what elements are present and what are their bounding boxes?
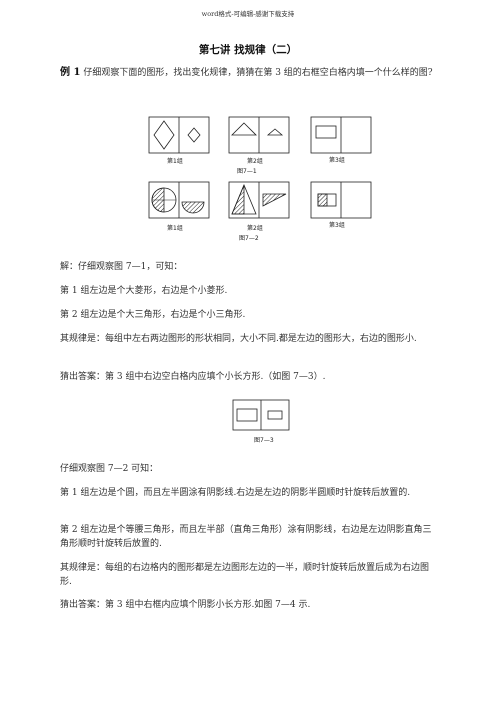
fig1-group-1: 第1组	[148, 116, 210, 165]
paragraph-3: 第 2 组左边是个大三角形，右边是个小三角形.	[60, 308, 436, 322]
fig1-caption: 图7—1	[237, 168, 257, 175]
paragraph-2: 第 1 组左边是个大菱形，右边是个小菱形.	[60, 284, 436, 298]
paragraph-10: 猜出答案：第 3 组中右框内应填个阴影小长方形.如图 7—4 示.	[60, 598, 436, 612]
large-rectangle-shape	[315, 125, 337, 139]
fig1-group2-label: 第2组	[247, 157, 263, 165]
fig2-group2-observation: 第 2 组左边是个等腰三角形，而且左半部（直角三角形）涂有阴影线，右边是左边阴影…	[60, 525, 432, 549]
answer-1: 猜出答案：第 3 组中右边空白格内应填个小长方形.（如图 7—3）.	[60, 372, 326, 382]
small-diamond-shape	[187, 127, 201, 143]
large-diamond-shape	[153, 120, 175, 150]
group1-observation: 第 1 组左边是个大菱形，右边是个小菱形.	[60, 286, 228, 296]
paragraph-1: 解：仔细观察图 7—1，可知：	[60, 260, 436, 274]
small-rectangle-shape	[267, 410, 283, 420]
fig2-group1-label: 第1组	[167, 224, 183, 232]
example-paragraph: 例 1 仔细观察下面的图形，找出变化规律，猜猜在第 3 组的右框空白格内填一个什…	[60, 66, 436, 80]
figure-7-2: 第1组 第2组 图7—2 第3组	[145, 180, 385, 250]
paragraph-9: 其规律是：每组的右边格内的图形都是左边图形左边的一半，顺时针旋转后放置后成为右边…	[60, 561, 436, 589]
figure-7-3: 图7—3	[216, 398, 296, 450]
rule-statement-1: 其规律是：每组中左右两边图形的形状相同，大小不同.都是左边的图形大，右边的图形小…	[60, 334, 417, 344]
example-question: 仔细观察下面的图形，找出变化规律，猜猜在第 3 组的右框空白格内填一个什么样的图…	[83, 68, 433, 78]
solution-intro: 解：仔细观察图 7—1，可知：	[60, 262, 183, 272]
answer-2: 猜出答案：第 3 组中右框内应填个阴影小长方形.如图 7—4 示.	[60, 600, 311, 610]
example-label: 例 1	[60, 67, 81, 78]
paragraph-8: 第 2 组左边是个等腰三角形，而且左半部（直角三角形）涂有阴影线，右边是左边阴影…	[60, 523, 436, 551]
fig2-caption: 图7—2	[239, 235, 259, 242]
fig2-group-3: 第3组	[310, 181, 372, 229]
small-triangle-shape	[266, 128, 284, 136]
fig2-group2-label: 第2组	[247, 224, 263, 232]
fig1-group3-label: 第3组	[329, 156, 345, 164]
fig1-group-2: 第2组 图7—1	[228, 116, 290, 175]
fig2-group-2: 第2组 图7—2	[228, 181, 290, 242]
fig2-group1-observation: 第 1 组左边是个圆，而且左半圆涂有阴影线.右边是左边的阴影半圆顺时针旋转后放置…	[60, 488, 411, 498]
fig1-group-3: 第3组	[310, 116, 372, 164]
paragraph-4: 其规律是：每组中左右两边图形的形状相同，大小不同.都是左边的图形大，右边的图形小…	[60, 332, 436, 346]
fig1-group1-label: 第1组	[167, 157, 183, 165]
large-rectangle-shape	[236, 408, 258, 422]
hatched-semicircle-shape	[181, 201, 205, 214]
paragraph-6: 仔细观察图 7—2 可知：	[60, 462, 436, 476]
fig3-caption: 图7—3	[254, 437, 274, 444]
fig2-group-1: 第1组	[148, 181, 210, 232]
paragraph-5: 猜出答案：第 3 组中右边空白格内应填个小长方形.（如图 7—3）.	[60, 370, 436, 384]
rule-statement-2: 其规律是：每组的右边格内的图形都是左边图形左边的一半，顺时针旋转后放置后成为右边…	[60, 563, 430, 587]
page-header: word格式-可编辑-感谢下载支持	[201, 10, 295, 18]
hatched-right-triangle-shape	[262, 193, 287, 207]
fig2-intro: 仔细观察图 7—2 可知：	[60, 464, 159, 474]
figure-7-1: 第1组 第2组 图7—1 第3组	[145, 115, 385, 181]
page-title: 第七讲 找规律（二）	[198, 44, 298, 56]
fig2-group3-label: 第3组	[329, 221, 345, 229]
group2-observation: 第 2 组左边是个大三角形，右边是个小三角形.	[60, 310, 246, 320]
paragraph-7: 第 1 组左边是个圆，而且左半圆涂有阴影线.右边是左边的阴影半圆顺时针旋转后放置…	[60, 486, 436, 500]
large-triangle-shape	[231, 122, 257, 136]
